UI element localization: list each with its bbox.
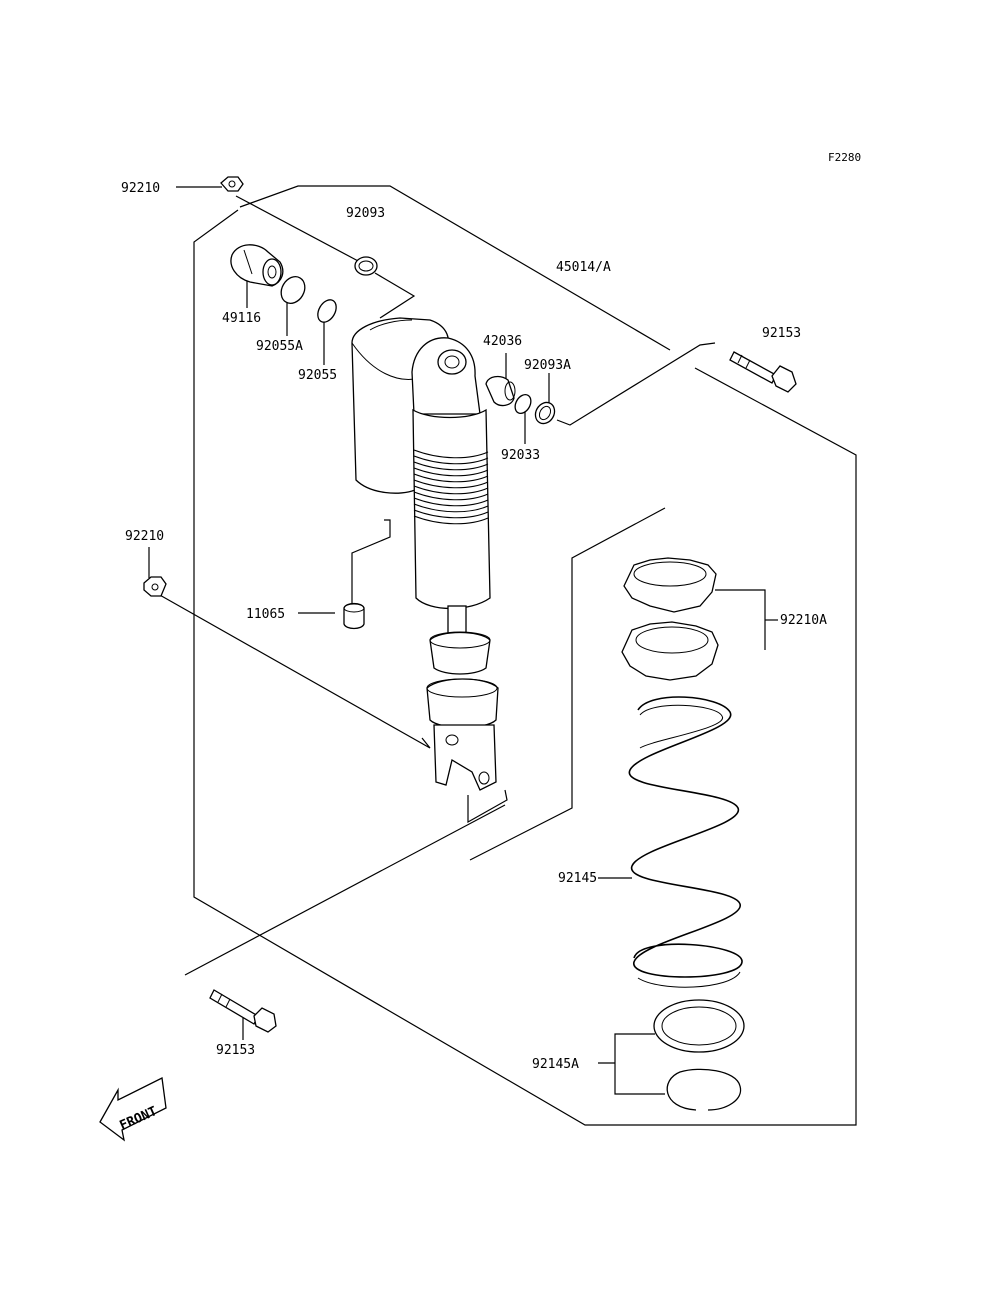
label-92093: 92093	[346, 206, 385, 221]
label-92210-left: 92210	[125, 529, 164, 544]
label-92210A: 92210A	[780, 613, 827, 628]
spring-seat-92145A-lower	[666, 1068, 742, 1111]
nut-92210-left	[143, 576, 167, 597]
leader-lines	[148, 186, 778, 1095]
spring-92145	[628, 696, 743, 988]
label-92033: 92033	[501, 448, 540, 463]
label-49116: 49116	[222, 311, 261, 326]
label-92145: 92145	[558, 871, 597, 886]
spring-nut-92210A-upper	[623, 557, 717, 613]
label-92153-top: 92153	[762, 326, 801, 341]
collar-42036	[485, 375, 516, 407]
nut-92210-top	[220, 176, 244, 192]
circlip-92093	[354, 256, 378, 276]
label-92153-bottom: 92153	[216, 1043, 255, 1058]
collar-11065	[343, 602, 365, 630]
bolt-92153-bottom	[209, 989, 277, 1033]
label-92055: 92055	[298, 368, 337, 383]
label-92210-top: 92210	[121, 181, 160, 196]
circlip-92093A	[534, 401, 556, 425]
label-92093A: 92093A	[524, 358, 571, 373]
bushing-49116	[230, 244, 284, 287]
oring-92033	[514, 394, 532, 414]
label-42036: 42036	[483, 334, 522, 349]
spring-seat-92145A-upper	[653, 999, 745, 1053]
assembly-outline	[193, 185, 857, 1126]
label-92145A: 92145A	[532, 1057, 579, 1072]
oring-92055A	[280, 276, 306, 304]
shock-absorber-45014	[351, 317, 499, 791]
label-11065: 11065	[246, 607, 285, 622]
label-92055A: 92055A	[256, 339, 303, 354]
bolt-92153-top	[729, 351, 797, 393]
figure-code: F2280	[828, 151, 861, 164]
label-45014-A: 45014/A	[556, 260, 611, 275]
front-arrow-icon: FRONT	[99, 1077, 167, 1142]
spring-nut-92210A-lower	[621, 621, 719, 681]
part-labels: 92210 92093 45014/A 49116 92055A 92055 4…	[121, 181, 827, 1072]
oring-92055	[317, 299, 337, 323]
shock-thread	[413, 449, 489, 525]
